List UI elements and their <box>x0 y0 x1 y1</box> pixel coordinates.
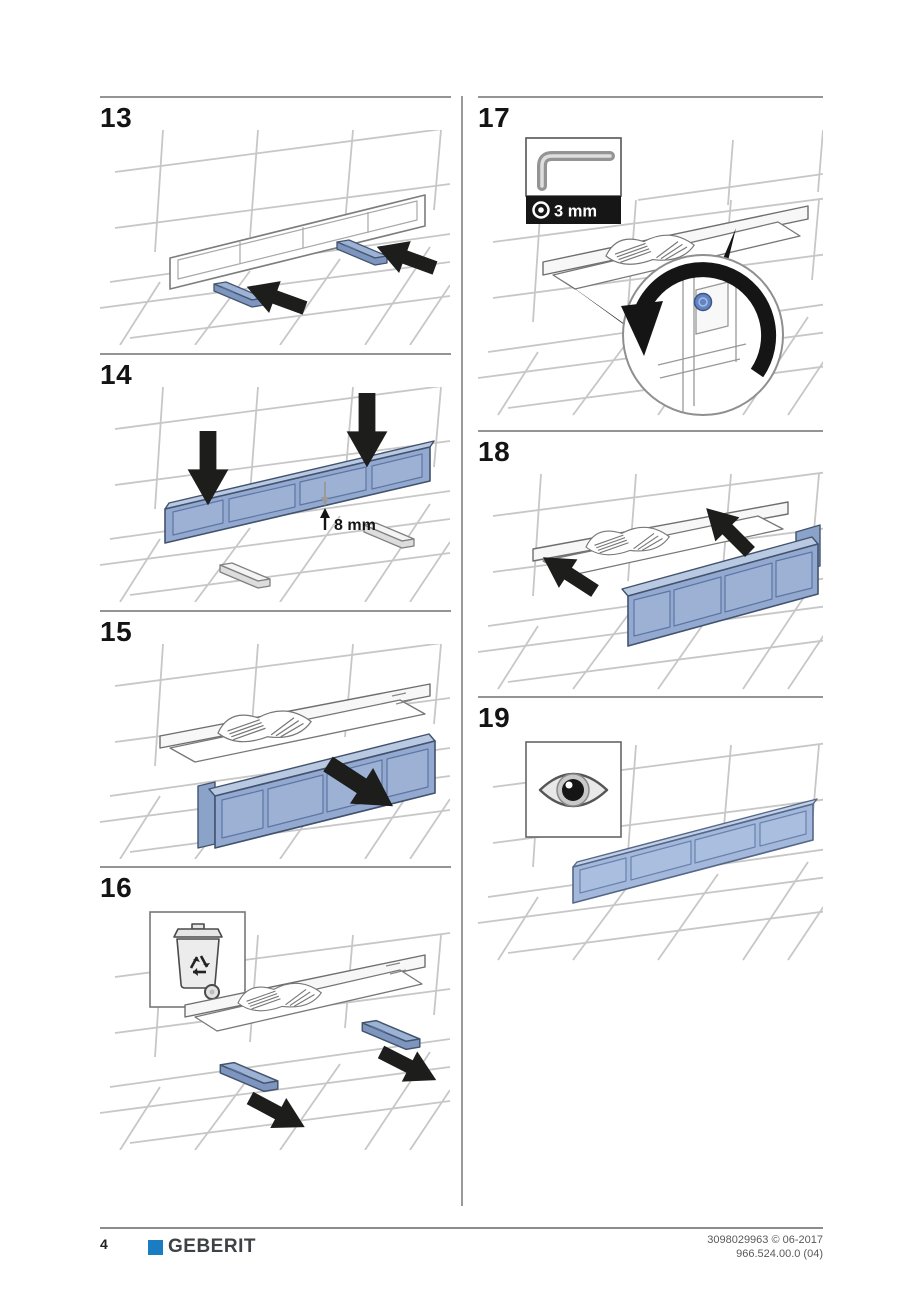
edition-code: 966.524.00.0 (04) <box>736 1247 823 1260</box>
gap-dimension-marker: 8 mm <box>320 482 376 534</box>
brand-logo-square <box>148 1239 163 1255</box>
step-18: 18 <box>478 430 823 694</box>
allen-key-icon: 3 mm <box>525 137 622 224</box>
step-15-divider-line <box>100 610 451 612</box>
document-code: 3098029963 © 06-2017 <box>707 1234 823 1246</box>
step-17-divider-line <box>478 96 823 98</box>
column-divider <box>461 96 463 1206</box>
step-17-illustration: 3 mm <box>478 130 823 416</box>
magnifier-detail <box>621 254 784 416</box>
brand-logo: GEBERIT <box>148 1236 256 1258</box>
step-14-number: 14 <box>100 359 133 390</box>
step-14-illustration: 8 mm <box>100 387 450 602</box>
step-17-number: 17 <box>478 102 511 133</box>
tool-size-label: 3 mm <box>554 203 597 221</box>
drawer-front-panel <box>621 524 821 647</box>
remove-arrow-left <box>242 1082 313 1143</box>
gap-dimension-label: 8 mm <box>334 517 376 534</box>
step-14: 14 8 mm <box>100 353 451 608</box>
step-15-number: 15 <box>100 616 133 647</box>
upper-wall-tiles <box>637 130 823 206</box>
adjustment-screw <box>693 292 713 312</box>
step-19-divider-line <box>478 696 823 698</box>
document-codes: 3098029963 © 06-2017 966.524.00.0 (04) <box>707 1234 823 1261</box>
step-16-number: 16 <box>100 872 133 903</box>
step-17: 17 <box>478 96 823 428</box>
recycle-bin-icon <box>149 911 246 1008</box>
step-19-number: 19 <box>478 702 511 733</box>
spacer-clip-right <box>361 1019 421 1051</box>
step-13-divider-line <box>100 96 451 98</box>
brand-logo-text: GEBERIT <box>168 1236 256 1257</box>
page-number: 4 <box>100 1236 108 1252</box>
eye-icon <box>525 741 622 838</box>
step-18-number: 18 <box>478 436 511 467</box>
step-18-illustration <box>478 471 823 690</box>
step-13-illustration <box>100 130 450 345</box>
step-15: 15 <box>100 610 451 864</box>
step-16-illustration <box>100 911 450 1150</box>
step-16-divider-line <box>100 866 451 868</box>
step-19-illustration <box>478 741 823 961</box>
step-13-number: 13 <box>100 102 133 133</box>
spacer-clip-left <box>219 562 271 589</box>
hex-socket-icon <box>532 201 550 219</box>
mounting-frame <box>169 194 426 290</box>
step-19: 19 <box>478 696 823 962</box>
step-13: 13 <box>100 96 451 351</box>
rotate-arrowhead <box>621 301 663 356</box>
step-15-illustration <box>100 644 450 859</box>
step-18-divider-line <box>478 430 823 432</box>
step-16: 16 <box>100 866 451 1156</box>
footer-divider-line <box>100 1227 823 1229</box>
installed-cover-panel <box>572 798 818 904</box>
rotate-arrow <box>631 262 777 378</box>
step-14-divider-line <box>100 353 451 355</box>
